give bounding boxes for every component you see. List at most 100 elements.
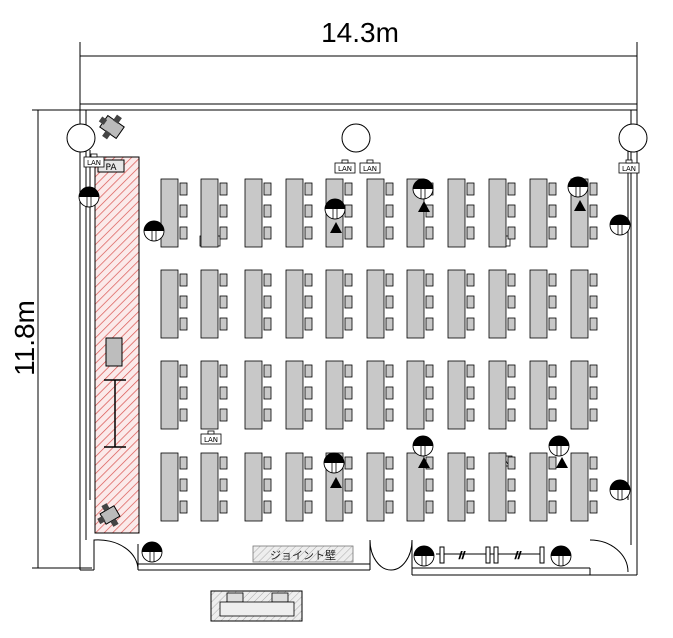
chair [589,273,598,287]
chair [466,317,475,331]
chair [589,386,598,400]
table [200,452,219,522]
chair [304,500,313,514]
lectern [105,337,123,367]
table-with-chairs [285,178,313,248]
table-with-chairs [488,269,516,339]
table-with-chairs [447,360,475,430]
table [244,452,263,522]
projector-triangle-icon [418,201,430,212]
chair [466,204,475,218]
table-with-chairs [406,269,434,339]
chair [263,273,272,287]
projector-triangle-icon [574,200,586,211]
table [570,452,589,522]
chair [385,295,394,309]
chair [425,295,434,309]
chair [385,273,394,287]
lan-label: LAN [204,436,218,444]
chair [344,478,353,492]
depth-label: 11.8m [9,300,40,376]
chair [425,273,434,287]
chair [589,295,598,309]
chair [179,500,188,514]
sliding-partition: // // [436,546,545,564]
table-with-chairs [406,360,434,430]
chair [548,273,557,287]
chair [548,456,557,470]
chair [466,295,475,309]
table-with-chairs [529,269,557,339]
table-with-chairs [366,178,394,248]
table-with-chairs [160,360,188,430]
chair [344,226,353,240]
projector-triangle-icon [330,477,342,488]
table [488,360,507,430]
table-with-chairs [285,269,313,339]
table-with-chairs [570,452,598,522]
table [366,178,385,248]
chair [385,226,394,240]
table-with-chairs [160,452,188,522]
chair [263,364,272,378]
table-with-chairs [529,360,557,430]
chair [219,500,228,514]
chair [589,226,598,240]
chair [425,317,434,331]
chair [263,204,272,218]
table [285,452,304,522]
chair [344,386,353,400]
chair [425,500,434,514]
table-with-chairs [160,269,188,339]
table [325,269,344,339]
table-with-chairs [488,452,516,522]
side-rails [89,150,629,500]
pa-box: PA [97,159,125,173]
lan-label: LAN [622,165,636,173]
chair [425,408,434,422]
joint-wall: ジョイント壁 [252,545,354,563]
table-with-chairs [325,269,353,339]
projector-triangle-icon [330,222,342,233]
svg-text://: // [459,551,466,561]
chair [219,386,228,400]
table-with-chairs [285,452,313,522]
chair [304,182,313,196]
chair [548,478,557,492]
chair [179,408,188,422]
ceiling-light-icon [550,545,572,567]
speaker-icon [98,114,125,140]
chair [466,182,475,196]
chair [385,500,394,514]
table [447,178,466,248]
chair [589,204,598,218]
table-with-chairs [244,360,272,430]
chair [304,273,313,287]
chair [344,408,353,422]
table [160,269,179,339]
lan-outlet-icon: LAN [200,430,222,445]
table-with-chairs [244,269,272,339]
table-with-chairs [570,269,598,339]
table-with-chairs [160,178,188,248]
chair [589,182,598,196]
table [488,269,507,339]
chair [263,295,272,309]
chair [548,317,557,331]
chair [304,295,313,309]
chair [548,500,557,514]
lan-label: LAN [87,159,101,167]
ceiling-light-icon [609,214,631,236]
table-with-chairs [488,360,516,430]
chair [304,204,313,218]
chair [304,364,313,378]
door-swing-icon [93,539,629,573]
chair [263,386,272,400]
ceiling-light-icon [609,479,631,501]
chair [507,456,516,470]
chair [263,478,272,492]
table-with-chairs [200,360,228,430]
chair [385,364,394,378]
ceiling-light-icon [412,178,434,200]
